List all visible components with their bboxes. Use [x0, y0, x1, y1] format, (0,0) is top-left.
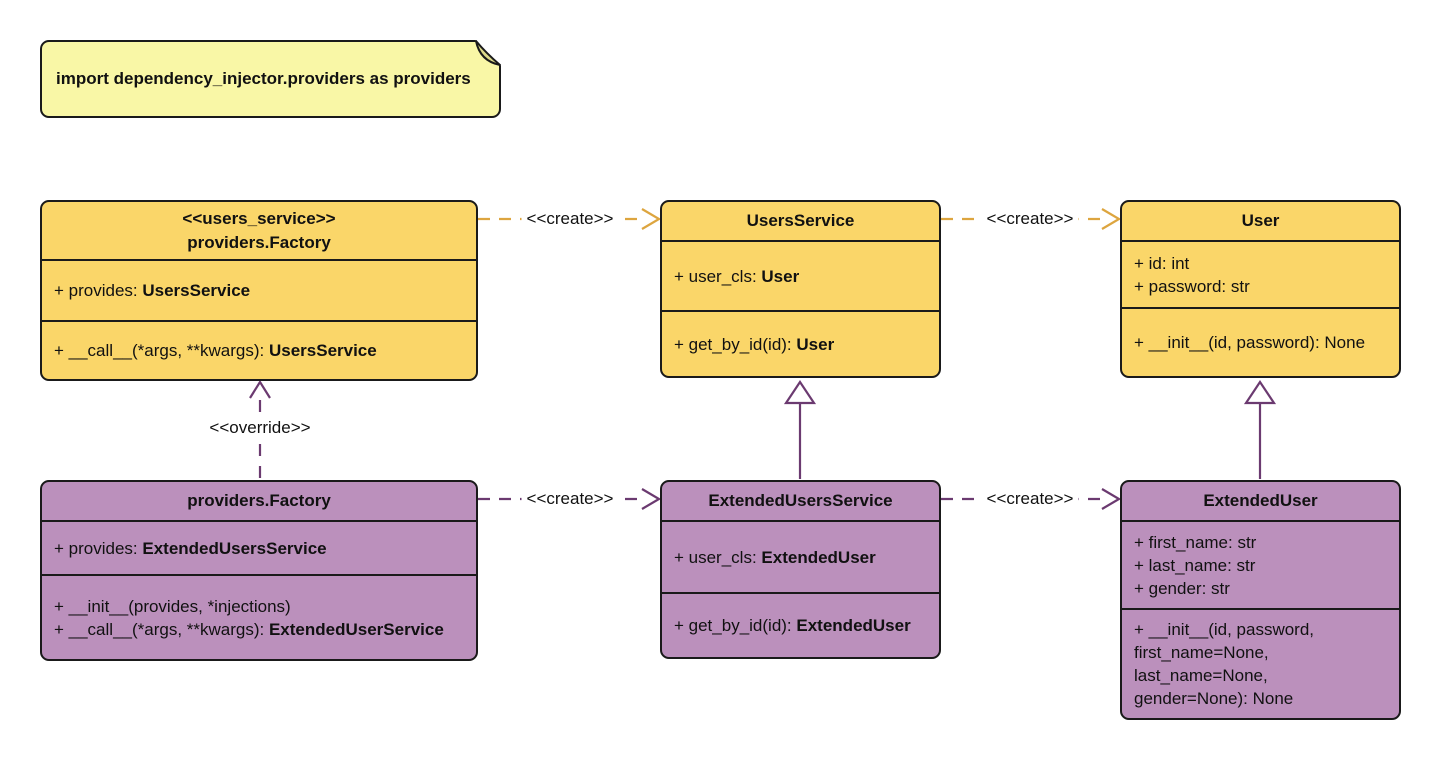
method-line: + get_by_id(id): User	[674, 333, 927, 356]
import-note: import dependency_injector.providers as …	[40, 40, 501, 118]
override-label: <<override>>	[204, 418, 316, 438]
class-name: UsersService	[746, 211, 855, 230]
attribute-line: + last_name: str	[1134, 555, 1256, 575]
create-label-factory-users: <<create>>	[521, 209, 619, 229]
class-title: UsersService	[662, 202, 939, 240]
attribute-line: + gender: str	[1134, 578, 1230, 598]
member-type: User	[761, 266, 800, 286]
member-type: ExtendedUserService	[268, 619, 444, 639]
create-label-users-service: <<create>>	[981, 209, 1079, 229]
inheritance-edge-extendedusersservice	[783, 380, 817, 479]
create-label-extended-users-service: <<create>>	[981, 489, 1079, 509]
member-text: + get_by_id(id):	[674, 616, 797, 635]
note-fold-icon	[475, 40, 501, 66]
create-label-factory-extended: <<create>>	[521, 489, 619, 509]
member-type: User	[796, 334, 835, 354]
attribute-line: + id: int	[1134, 253, 1190, 273]
class-title: <<users_service>> providers.Factory	[42, 202, 476, 259]
class-attributes: + user_cls: ExtendedUser	[662, 520, 939, 592]
import-note-text: import dependency_injector.providers as …	[56, 69, 471, 88]
attribute-line: + user_cls: User	[674, 265, 927, 288]
attribute-line: + provides: UsersService	[54, 279, 464, 302]
create-edge-factory-to-extendedusersservice	[478, 488, 662, 510]
class-title: User	[1122, 202, 1399, 240]
attribute-line: + password: str	[1134, 276, 1250, 296]
class-factory-users: <<users_service>> providers.Factory + pr…	[40, 200, 478, 381]
attribute-line: + provides: ExtendedUsersService	[54, 537, 464, 560]
method-line: gender=None): None	[1134, 689, 1294, 708]
class-methods: + get_by_id(id): ExtendedUser	[662, 592, 939, 657]
class-name: ExtendedUser	[1203, 491, 1318, 510]
member-text: + __call__(*args, **kwargs):	[54, 619, 269, 639]
class-name: providers.Factory	[187, 491, 331, 510]
class-title: providers.Factory	[42, 482, 476, 520]
create-edge-factory-to-usersservice	[478, 208, 662, 230]
member-text: + provides:	[54, 538, 143, 558]
class-methods: + get_by_id(id): User	[662, 310, 939, 376]
override-edge	[249, 379, 271, 478]
class-user: User + id: int + password: str + __init_…	[1120, 200, 1401, 378]
method-line: + __call__(*args, **kwargs): ExtendedUse…	[54, 618, 464, 641]
class-attributes: + id: int + password: str	[1122, 240, 1399, 307]
class-attributes: + provides: ExtendedUsersService	[42, 520, 476, 574]
member-type: UsersService	[268, 341, 377, 360]
member-type: ExtendedUsersService	[142, 538, 327, 558]
class-extended-user: ExtendedUser + first_name: str + last_na…	[1120, 480, 1401, 720]
method-line: + __init__(id, password): None	[1134, 333, 1366, 352]
method-line: + __init__(id, password,	[1134, 620, 1315, 639]
class-users-service: UsersService + user_cls: User + get_by_i…	[660, 200, 941, 378]
member-text: + user_cls:	[674, 547, 762, 567]
member-text: + get_by_id(id):	[674, 334, 797, 354]
class-name: ExtendedUsersService	[708, 491, 893, 510]
method-line: + get_by_id(id): ExtendedUser	[674, 614, 927, 637]
class-attributes: + user_cls: User	[662, 240, 939, 310]
member-type: UsersService	[142, 281, 251, 300]
inheritance-edge-extendeduser	[1243, 380, 1277, 479]
attribute-line: + first_name: str	[1134, 532, 1257, 552]
method-line: first_name=None,	[1134, 643, 1269, 662]
class-title: ExtendedUsersService	[662, 482, 939, 520]
member-text: + __call__(*args, **kwargs):	[54, 341, 269, 360]
method-line: + __init__(provides, *injections)	[54, 596, 291, 616]
class-factory-extended: providers.Factory + provides: ExtendedUs…	[40, 480, 478, 661]
class-extended-users-service: ExtendedUsersService + user_cls: Extende…	[660, 480, 941, 659]
class-attributes: + provides: UsersService	[42, 259, 476, 320]
class-methods: + __call__(*args, **kwargs): UsersServic…	[42, 320, 476, 379]
member-text: + user_cls:	[674, 266, 762, 286]
member-type: ExtendedUser	[796, 616, 911, 635]
class-attributes: + first_name: str + last_name: str + gen…	[1122, 520, 1399, 608]
method-line: + __call__(*args, **kwargs): UsersServic…	[54, 339, 464, 362]
class-methods: + __init__(provides, *injections) + __ca…	[42, 574, 476, 659]
member-type: ExtendedUser	[761, 547, 876, 567]
class-name: User	[1241, 211, 1280, 230]
member-text: + provides:	[54, 281, 143, 300]
method-line: last_name=None,	[1134, 666, 1268, 685]
class-methods: + __init__(id, password, first_name=None…	[1122, 608, 1399, 718]
class-methods: + __init__(id, password): None	[1122, 307, 1399, 376]
class-stereotype: <<users_service>>	[182, 208, 336, 228]
class-title: ExtendedUser	[1122, 482, 1399, 520]
attribute-line: + user_cls: ExtendedUser	[674, 546, 927, 569]
class-name: providers.Factory	[187, 232, 331, 252]
